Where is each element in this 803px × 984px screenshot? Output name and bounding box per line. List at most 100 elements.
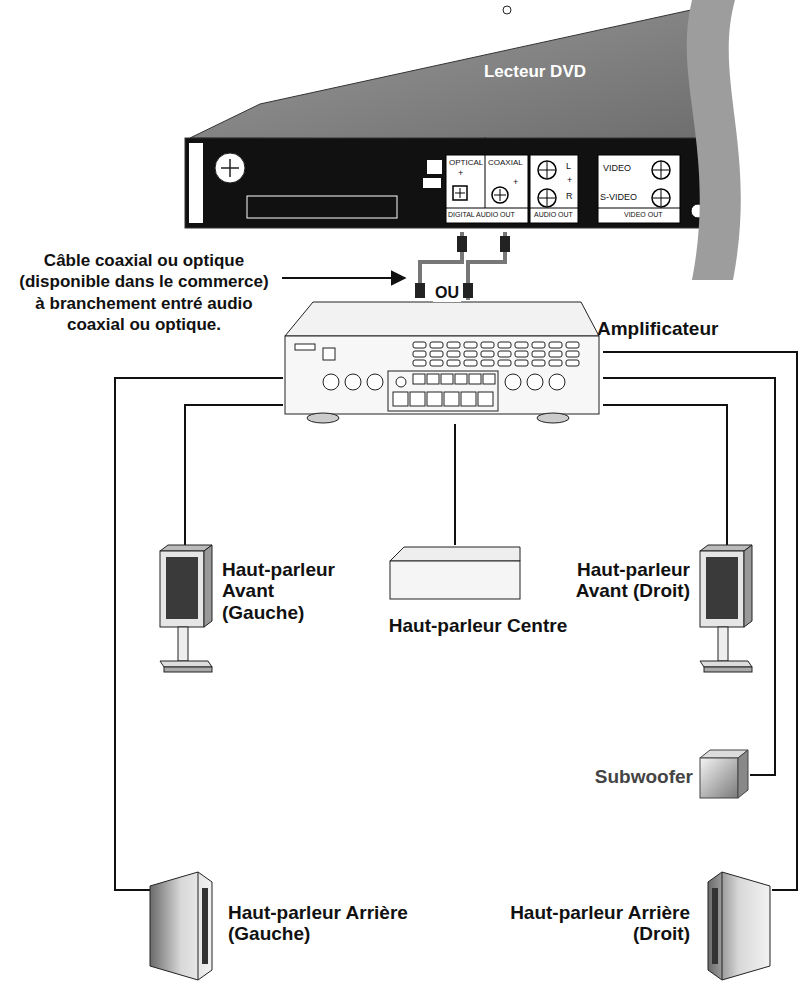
amp-button (430, 351, 443, 357)
amp-foot (537, 413, 569, 423)
device-title: Lecteur DVD (465, 62, 605, 81)
dvd-player: Lecteur DVD (185, 0, 745, 232)
port-label: R (566, 192, 573, 201)
port-label: OPTICAL (449, 159, 483, 167)
speaker-wire (603, 352, 797, 890)
amp-button (532, 360, 545, 366)
port-label: L (566, 162, 571, 171)
speaker-grille (706, 557, 738, 619)
component-label: Haut-parleur Avant (Gauche) (222, 559, 347, 623)
center-box (390, 561, 520, 599)
amp-button (549, 360, 562, 366)
port-label: AUDIO OUT (534, 211, 573, 218)
drawing-part (204, 545, 212, 627)
amp-knob (323, 374, 339, 390)
component-label: Haut-parleur Centre (368, 615, 588, 636)
amp-button (515, 342, 528, 348)
drawing-part (455, 374, 467, 384)
screw (215, 153, 245, 183)
drawing-part (483, 374, 495, 384)
audio-jack (538, 189, 556, 207)
drawing-part (323, 348, 335, 360)
center-top (390, 547, 520, 561)
cable-plug (463, 283, 473, 298)
drawing-part (712, 888, 718, 964)
speaker-wire (115, 378, 283, 890)
drawing-part (393, 392, 408, 406)
drawing-part (221, 159, 239, 177)
component-label: Haut-parleur Arrière (Gauche) (228, 902, 453, 945)
amp-knob (367, 374, 383, 390)
drawing-part (704, 667, 752, 672)
port-label: VIDEO (603, 164, 631, 173)
drawing-part (455, 188, 465, 198)
drawing-part (160, 661, 212, 667)
drawing-part (202, 888, 208, 964)
drawing-part (427, 392, 442, 406)
amp-button (447, 351, 460, 357)
drawing-part (388, 371, 498, 411)
rear-speaker-drawing (460, 872, 772, 980)
amp-button (532, 351, 545, 357)
drawing-part (427, 160, 442, 174)
drawing-part (539, 162, 555, 178)
audio-jack (538, 161, 556, 179)
rear-speaker-box (708, 872, 770, 980)
rear-speaker: Haut-parleur Arrière (Droit) (460, 872, 772, 980)
cable-plug (457, 236, 467, 252)
center-speaker: Haut-parleur Centre (368, 545, 592, 645)
amp-button (464, 360, 477, 366)
amp-top (285, 302, 599, 336)
amp-button (447, 360, 460, 366)
coaxial-jack (492, 187, 508, 203)
amp-button (413, 351, 426, 357)
amp-button (481, 351, 494, 357)
drawing-part (427, 374, 439, 384)
drawing-part (700, 545, 752, 551)
speaker-wire (603, 405, 727, 545)
speaker-wire (454, 424, 456, 545)
drawing-part (164, 667, 212, 672)
amp-button (464, 342, 477, 348)
port-label: + (567, 176, 572, 185)
rear-speaker-box (150, 872, 212, 980)
speaker-stand (718, 627, 728, 661)
callout-note: Câble coaxial ou optique (disponible dan… (15, 250, 273, 335)
drawing-part (539, 190, 555, 206)
amp-knob (527, 374, 543, 390)
optical-jack (453, 186, 467, 200)
component-label: Amplificateur (597, 318, 718, 339)
drawing-part (461, 392, 476, 406)
drawing-part (738, 750, 748, 798)
drawing-part (598, 208, 680, 209)
drawing-part (700, 661, 752, 667)
drawing-part (485, 155, 486, 208)
amp-knob (505, 374, 521, 390)
speaker-grille (166, 557, 198, 619)
amp-button (515, 360, 528, 366)
amp-button (532, 342, 545, 348)
speaker-wire (185, 405, 283, 545)
port-label: + (458, 169, 463, 178)
subwoofer: Subwoofer (568, 748, 750, 803)
digital-out-panel (446, 155, 528, 223)
video-jack (652, 189, 670, 207)
amp-button (515, 351, 528, 357)
drawing-part (494, 189, 506, 201)
component-label: Haut-parleur Avant (Droit) (553, 559, 690, 602)
amp-button (464, 351, 477, 357)
amp-knob (345, 374, 361, 390)
callout-arrow (282, 277, 405, 279)
front-speaker: Haut-parleur Avant (Gauche) (158, 545, 368, 675)
drawing-part (160, 545, 212, 551)
amp-button (447, 342, 460, 348)
port-label: S-VIDEO (600, 193, 637, 202)
amp-button (430, 342, 443, 348)
drawing-part (295, 344, 315, 350)
port-label: VIDEO OUT (624, 211, 663, 218)
drawing-part (722, 872, 723, 980)
front-speaker: Haut-parleur Avant (Droit) (553, 545, 753, 675)
drawing-part (446, 208, 528, 209)
component-label: Haut-parleur Arrière (Droit) (460, 902, 690, 945)
